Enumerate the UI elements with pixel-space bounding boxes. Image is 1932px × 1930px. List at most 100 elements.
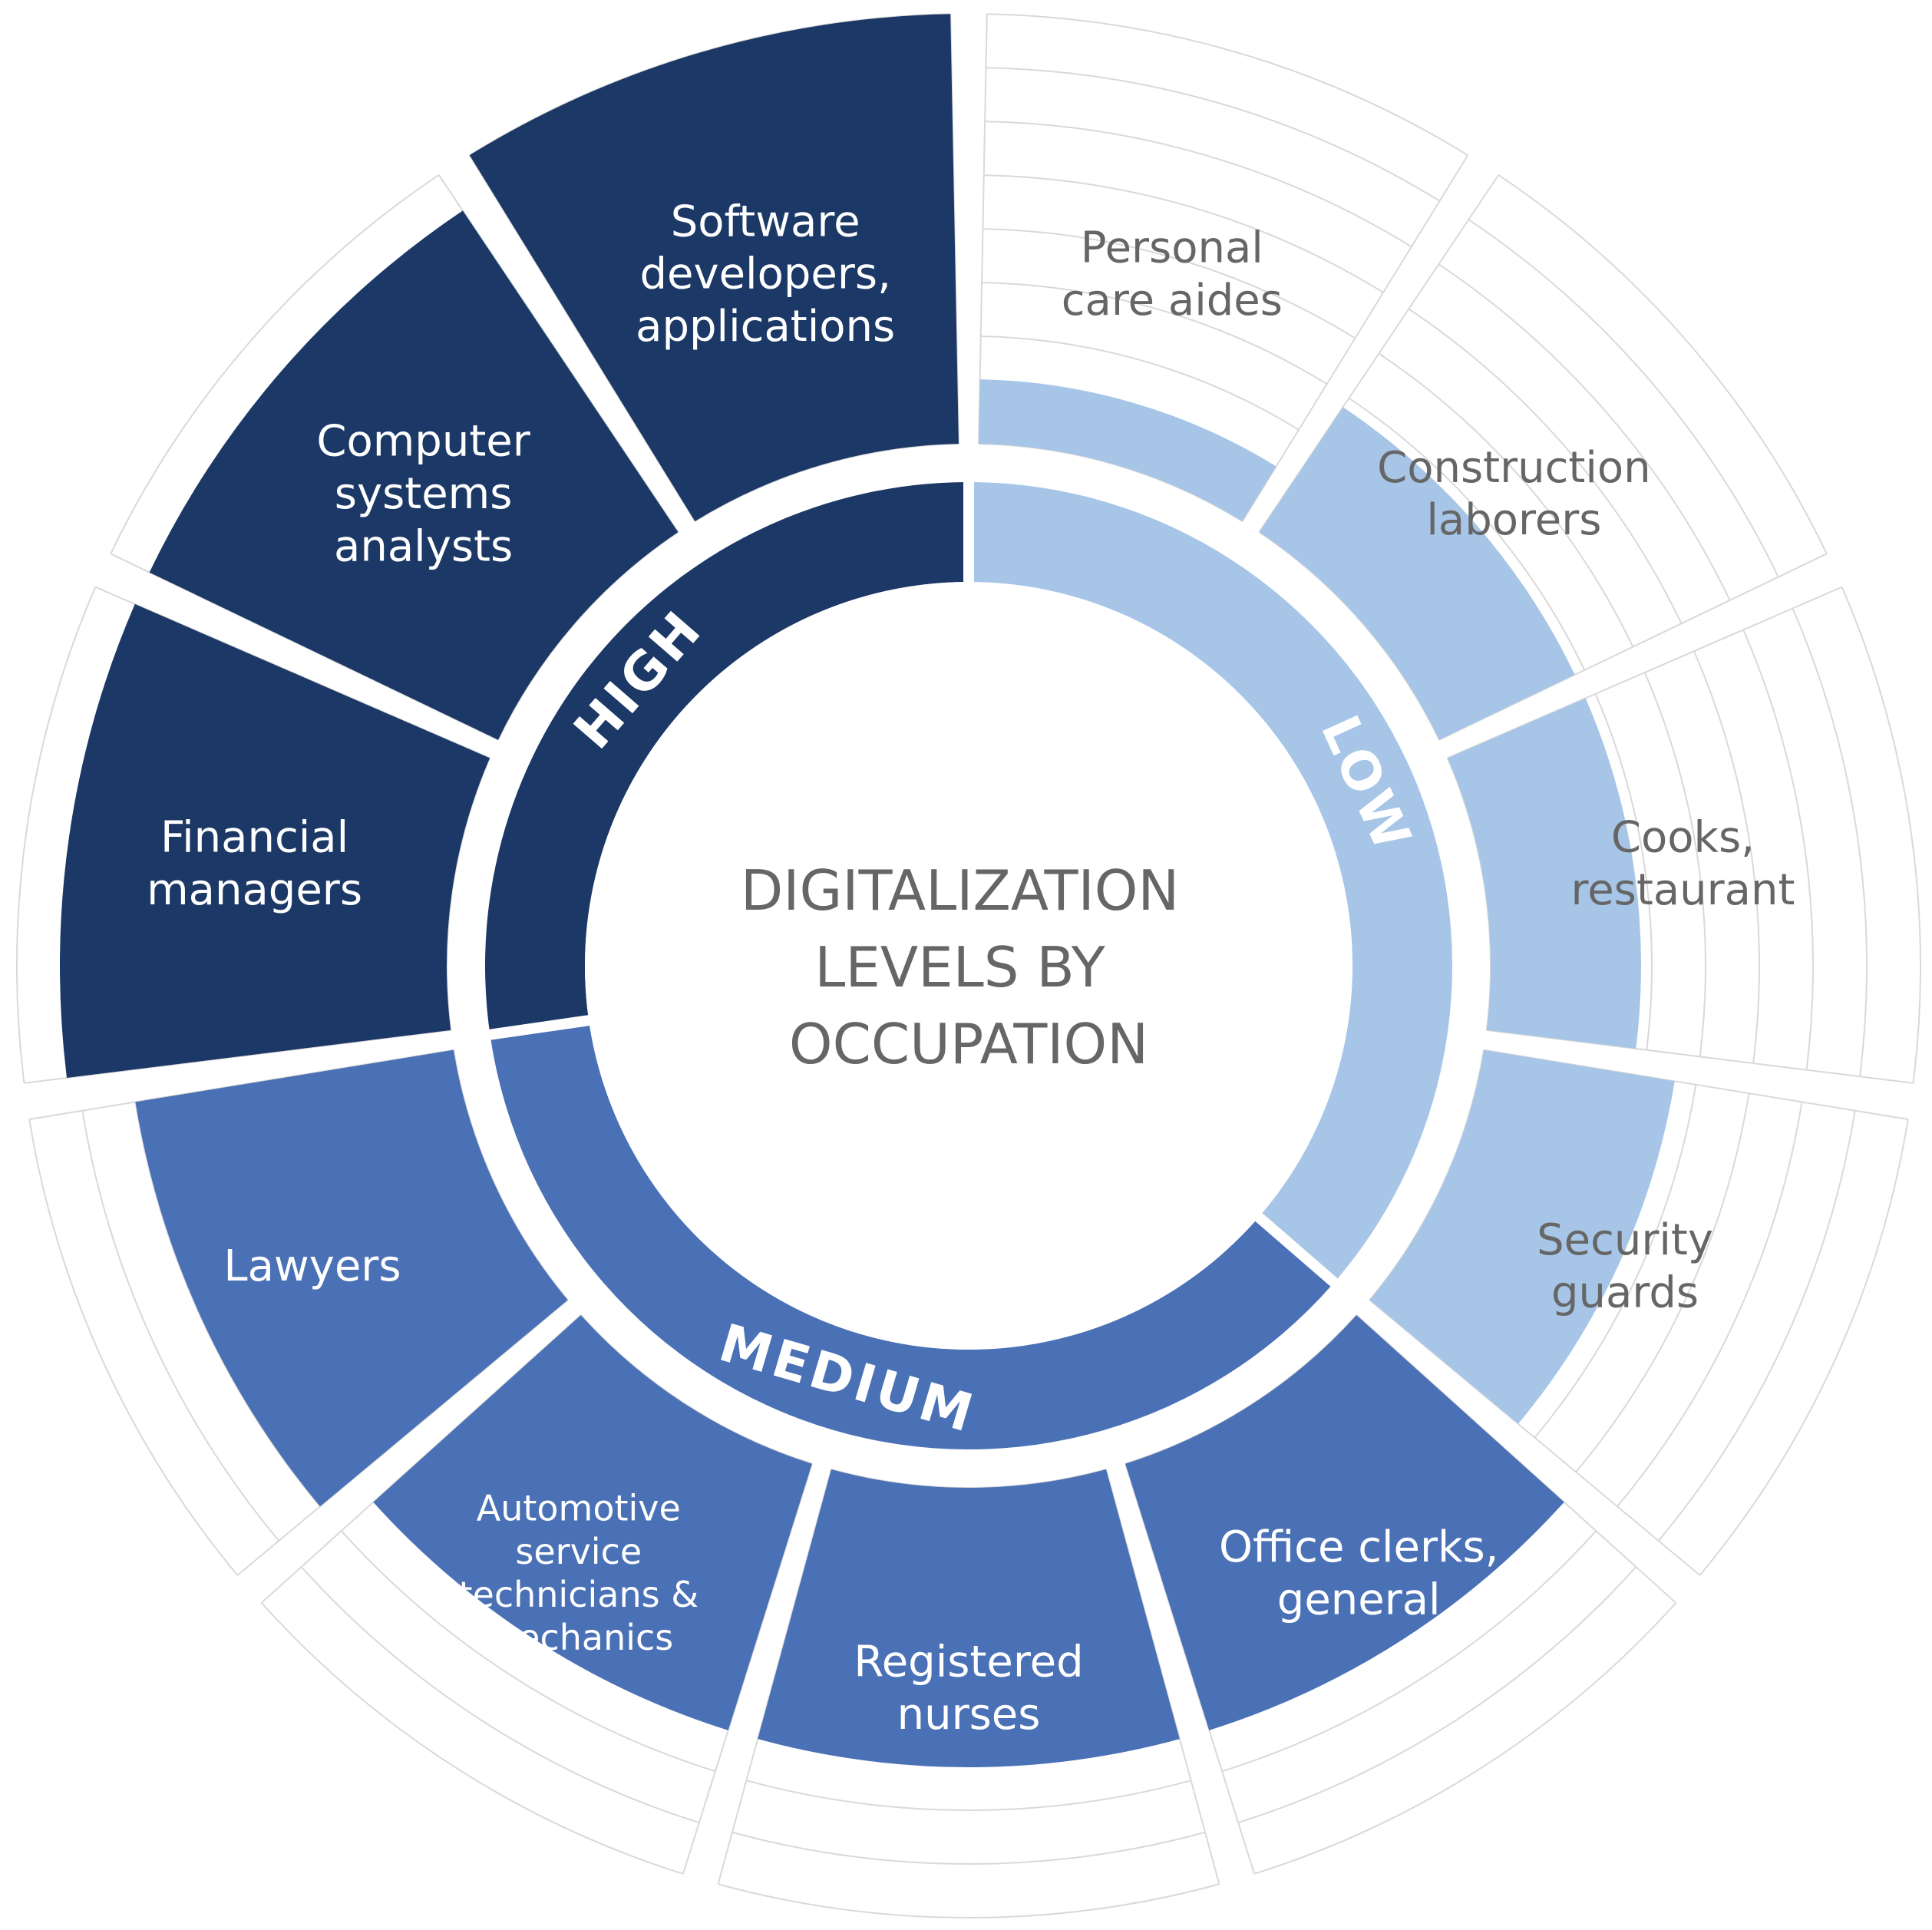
grid-arc [1348, 397, 1586, 671]
occupation-label-line: general [1277, 1575, 1441, 1625]
occupation-label-line: Lawyers [223, 1241, 401, 1291]
occupation-label-line: Cooks, [1611, 813, 1755, 863]
center-disc [585, 582, 1352, 1350]
occupation-label: Lawyers [223, 1241, 401, 1291]
occupation-sector [135, 1049, 568, 1507]
occupation-label-line: technicians & [459, 1574, 699, 1615]
grid-arc [110, 174, 440, 554]
grid-arc [446, 758, 491, 1030]
grid-arc [1594, 693, 1653, 1050]
grid-arc [831, 1469, 1107, 1489]
grid-arc [28, 1119, 239, 1576]
grid-arc [1237, 1566, 1637, 1824]
level-divider [1252, 1210, 1370, 1314]
occupation-label-line: guards [1551, 1267, 1699, 1317]
occupation-label: Cooks,restaurant [1570, 813, 1795, 915]
occupation-label-line: managers [147, 865, 362, 915]
occupation-label-line: Security [1537, 1215, 1713, 1265]
grid-arc [1498, 174, 1828, 554]
level-ring-high [485, 482, 966, 1032]
center-title-line-3: OCCUPATION [789, 1012, 1148, 1076]
occupation-label-line: nurses [897, 1690, 1041, 1740]
occupation-label-line: systems [335, 469, 513, 519]
grid-arc [985, 121, 1412, 248]
occupation-label-line: restaurant [1570, 865, 1795, 915]
grid-arc [1369, 1049, 1485, 1301]
center-title: DIGITALIZATION LEVELS BY OCCUPATION [741, 858, 1197, 1076]
grid-arc [980, 335, 1300, 431]
occupation-label-line: Office clerks, [1219, 1522, 1499, 1572]
occupation-sector [979, 379, 1276, 521]
grid-arc [260, 1602, 684, 1875]
grid-arc [718, 1883, 1220, 1918]
grid-arc [1468, 219, 1779, 578]
grid-arc [1258, 531, 1440, 741]
occupation-sector [59, 603, 490, 1078]
grid-arc [746, 1780, 1191, 1812]
grid-edge [978, 14, 988, 444]
grid-arc [986, 13, 1468, 157]
level-divider [447, 1014, 594, 1046]
grid-arc [340, 1530, 716, 1773]
grid-arc [979, 443, 1243, 522]
occupation-sector [1447, 698, 1641, 1049]
grid-edge [1105, 1469, 1220, 1885]
grid-arc [81, 1110, 279, 1542]
occupation-label-line: Registered [854, 1637, 1083, 1687]
grid-arc [1408, 308, 1683, 624]
occupation-sector [1259, 407, 1575, 740]
grid-arc [1742, 629, 1814, 1070]
grid-arc [452, 1049, 569, 1301]
grid-arc [1253, 1602, 1677, 1875]
grid-arc [983, 228, 1356, 339]
grid-arc [580, 1314, 813, 1465]
grid-arc [1658, 1110, 1856, 1542]
grid-arc [1446, 758, 1491, 1030]
grid-arc [732, 1831, 1206, 1866]
occupation-sector [1125, 1315, 1564, 1730]
occupation-sector [469, 14, 959, 521]
occupation-label: Office clerks,general [1219, 1522, 1499, 1624]
grid-arc [1575, 1092, 1750, 1473]
occupation-label-line: mechanics [484, 1617, 673, 1658]
grid-arc [1699, 1119, 1909, 1576]
grid-edge [1241, 154, 1469, 522]
level-ring-low [971, 482, 1452, 1281]
grid-arc [1693, 650, 1760, 1064]
grid-arc [16, 587, 97, 1084]
occupation-label-line: care aides [1062, 276, 1283, 326]
occupation-label-line: Automotive [477, 1488, 681, 1529]
occupation-label-line: Computer [316, 417, 530, 467]
grid-arc [1438, 263, 1731, 601]
grid-arc [1792, 608, 1868, 1077]
grid-arc [694, 443, 959, 522]
grid-arc [982, 282, 1328, 385]
grid-arc [497, 531, 679, 741]
occupation-label-line: applications [636, 302, 895, 352]
occupation-label-line: developers, [639, 250, 890, 299]
grid-arc [1378, 352, 1634, 647]
occupation-label-line: service [515, 1531, 642, 1572]
occupation-label-line: Construction [1377, 443, 1651, 493]
occupation-sector [149, 210, 679, 740]
occupation-sector [758, 1469, 1180, 1767]
grid-edge [236, 1299, 569, 1576]
grid-arc [1617, 1102, 1803, 1507]
occupation-label-line: Financial [160, 813, 348, 863]
occupation-sector [1369, 1049, 1675, 1424]
occupation-label-line: laborers [1426, 495, 1601, 545]
grid-arc [986, 67, 1441, 202]
occupation-label-line: analysts [334, 521, 513, 571]
grid-arc [1841, 587, 1921, 1084]
center-title-line-1: DIGITALIZATION [741, 858, 1179, 923]
